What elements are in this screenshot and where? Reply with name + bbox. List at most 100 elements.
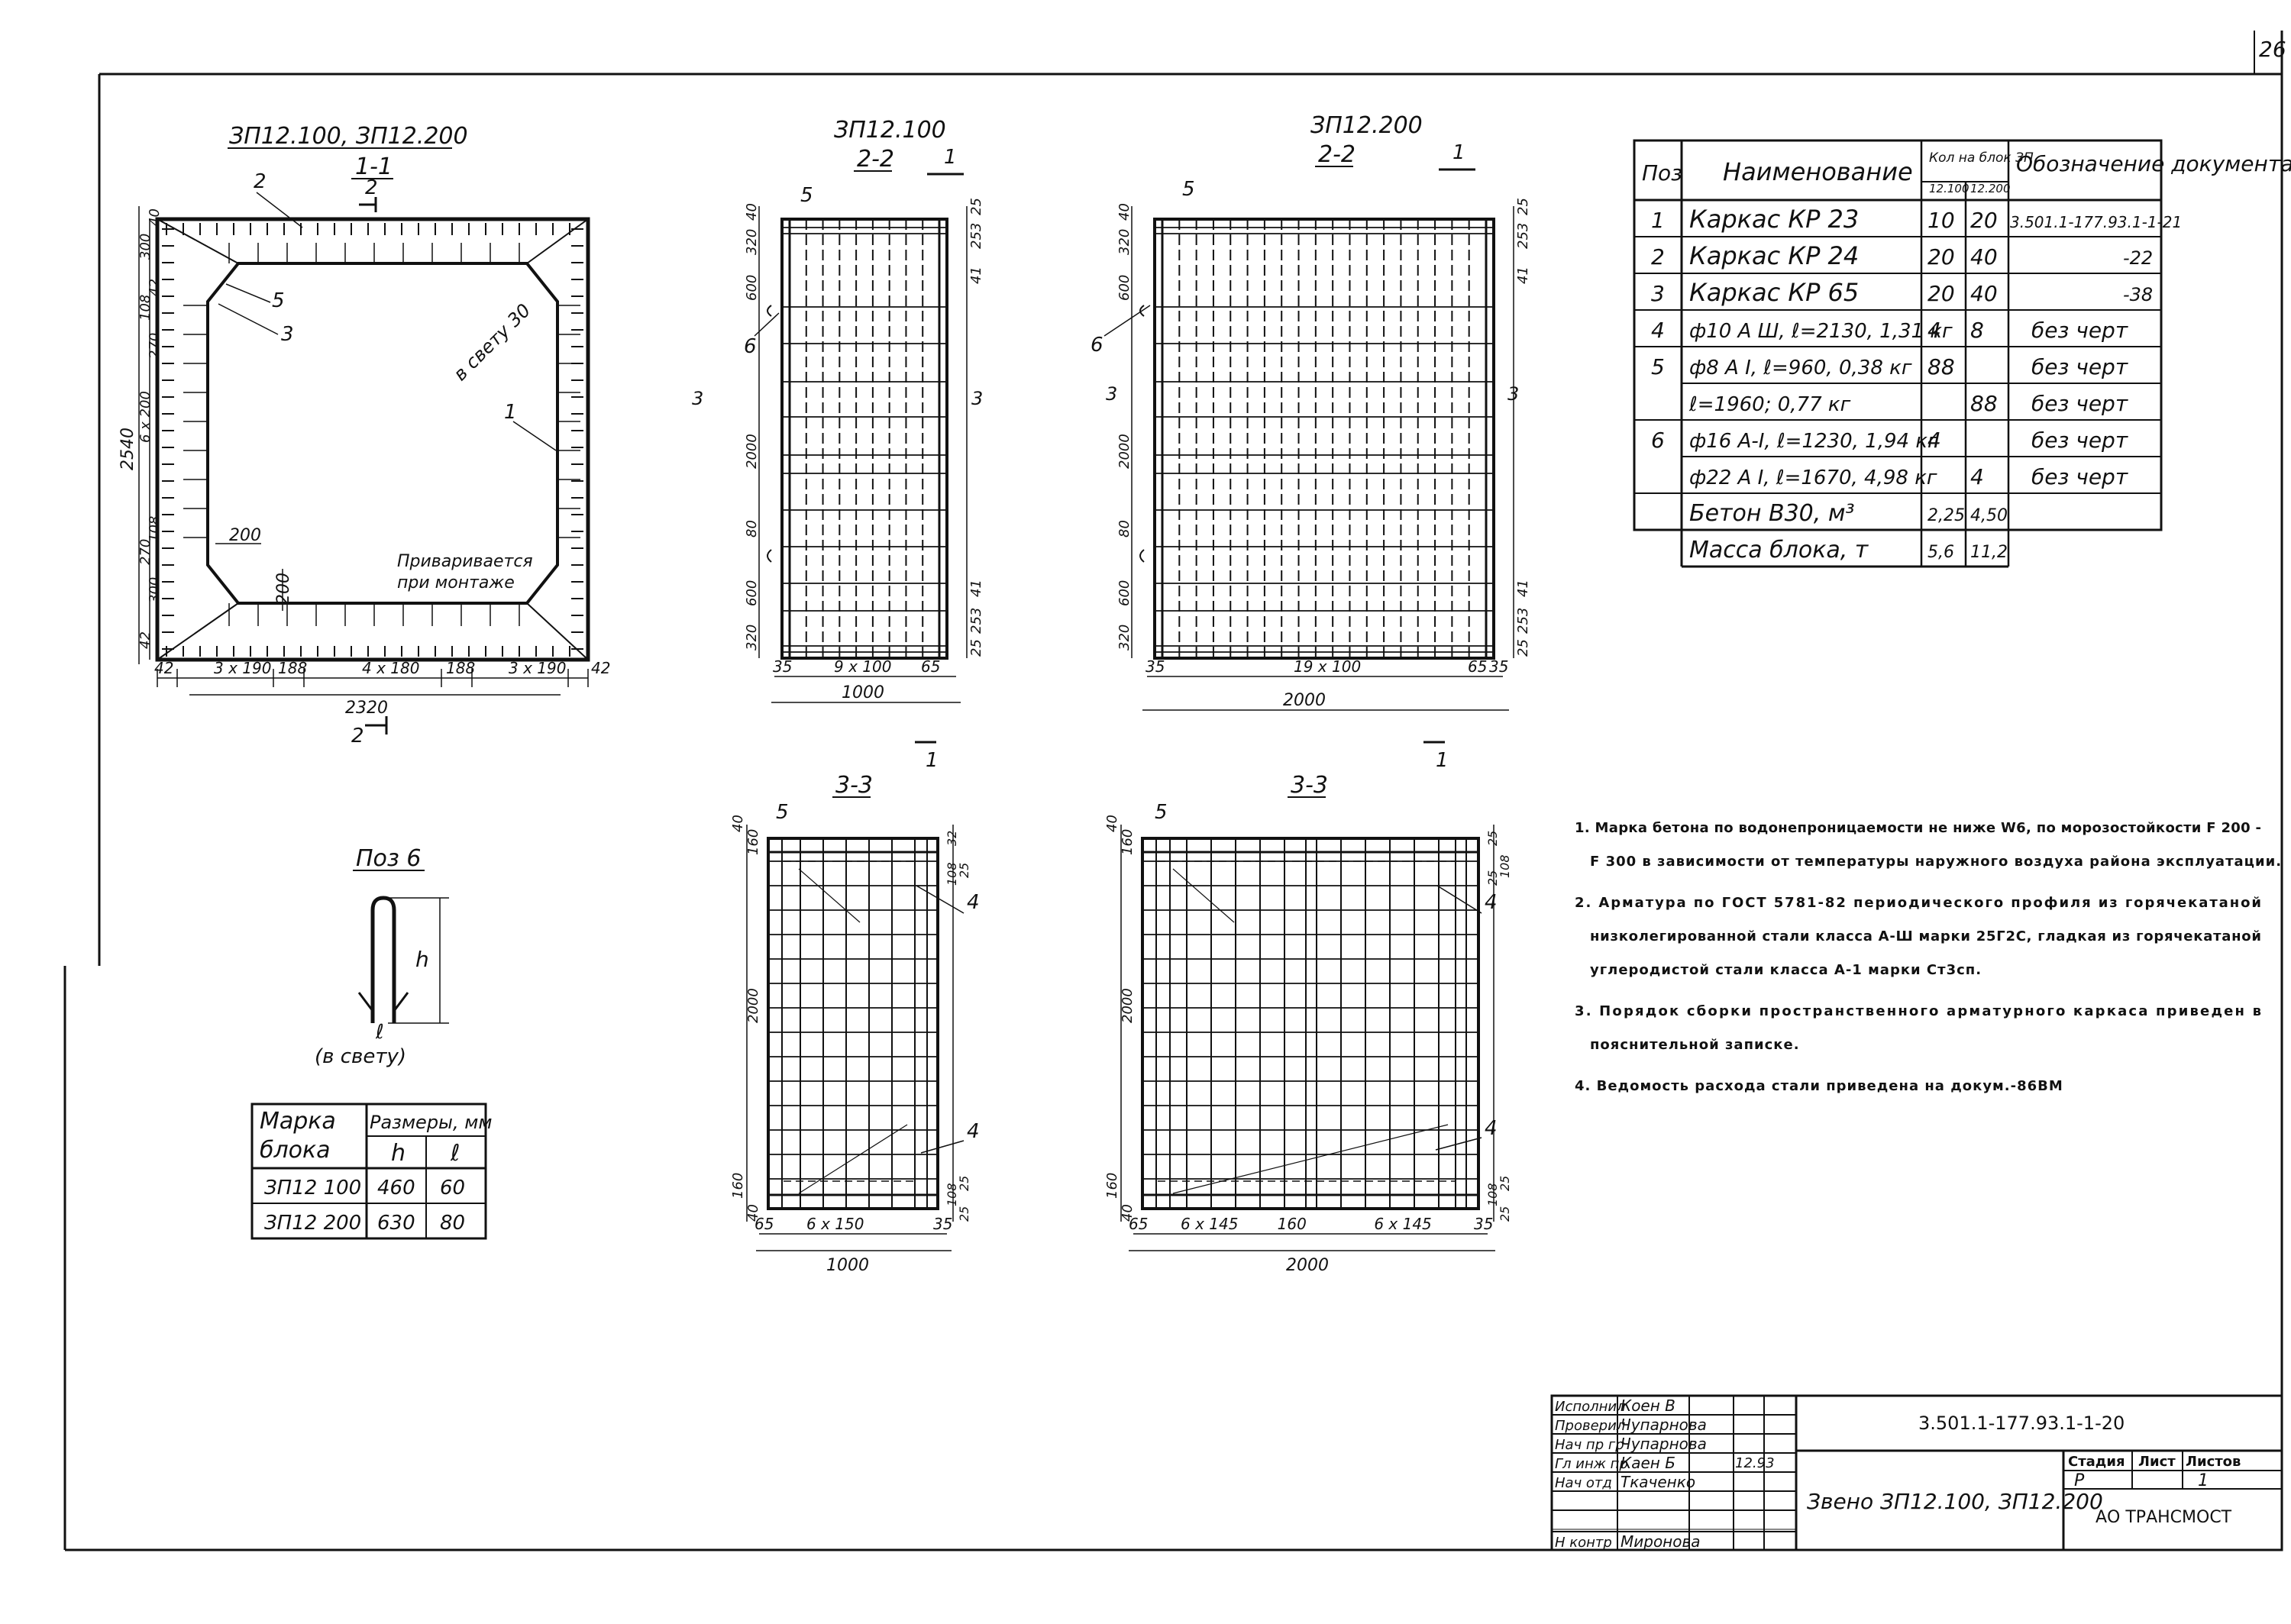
size-row-1-l: 60 xyxy=(440,1177,465,1199)
view-1-dim-bottom: 42 xyxy=(154,659,173,677)
spec-row-name: ф8 А I, ℓ=960, 0,38 кг xyxy=(1689,357,1912,379)
v3b-dim-left: 40 xyxy=(1104,815,1120,832)
v2b-dim-left: 600 xyxy=(1116,275,1133,301)
v3a-dim-right: 32 xyxy=(945,831,959,846)
notes: 1. Марка бетона по водонепроницаемости н… xyxy=(1575,820,2281,1094)
spec-row-doc: -22 xyxy=(2123,247,2153,269)
v2a-dim-bottom: 65 xyxy=(921,657,940,676)
v2a-dim-left: 600 xyxy=(744,275,760,301)
spec-head-name: Наименование xyxy=(1723,157,1913,186)
tb-doc-code: 3.501.1-177.93.1-1-20 xyxy=(1918,1413,2125,1434)
tb-name: Коен В xyxy=(1621,1396,1675,1415)
view-1-dim-left: 6 x 200 xyxy=(137,391,153,443)
v2a-dim-left: 320 xyxy=(744,625,760,651)
v2b-dim-bottom: 19 x 100 xyxy=(1294,657,1361,676)
view-3a-dim-total: 1000 xyxy=(826,1256,869,1275)
tb-name: Чупарнова xyxy=(1621,1416,1707,1434)
size-head-mark2: блока xyxy=(260,1137,331,1164)
spec-row-doc: -38 xyxy=(2123,284,2153,305)
view-1-dim-left: 270 xyxy=(147,333,163,359)
view-2b-title: ЗП12.200 xyxy=(1310,112,1423,139)
spec-row-qty-a: 20 xyxy=(1927,281,1955,306)
v3a-dim-bottom: 65 xyxy=(755,1215,774,1233)
spec-row-name: ф10 А Ш, ℓ=2130, 1,31 кг xyxy=(1689,320,1953,343)
tb-name: Ткаченко xyxy=(1621,1473,1695,1491)
tb-date: 12.93 xyxy=(1735,1455,1775,1471)
note-1: 1. Марка бетона по водонепроницаемости н… xyxy=(1575,820,2262,836)
spec-row-doc: без черт xyxy=(2031,464,2128,489)
v2b-dim-right: 41 xyxy=(1515,266,1531,284)
v3a-dim-right: 25 xyxy=(957,1176,971,1191)
spec-head-qty: Кол на блок ЗП xyxy=(1929,150,2034,166)
spec-row-qty-b: 20 xyxy=(1970,208,1998,233)
view-1-dim-200a: 200 xyxy=(229,526,261,545)
spec-row-qty-b: 11,2 xyxy=(1970,543,2008,562)
view-2a-callout-5: 5 xyxy=(800,184,813,207)
size-col-l: ℓ xyxy=(450,1140,460,1167)
v3b-dim-right: 25 xyxy=(1498,1206,1512,1222)
spec-row-name: ф22 А I, ℓ=1670, 4,98 кг xyxy=(1689,467,1937,489)
view-1-dim-bottom: 3 x 190 xyxy=(509,659,566,677)
spec-row-qty-a: 88 xyxy=(1927,354,1955,379)
v2a-dim-left: 320 xyxy=(744,229,760,255)
v2b-dim-right: 253 xyxy=(1515,223,1531,249)
tb-org: АО ТРАНСМОСТ xyxy=(2096,1508,2232,1527)
spec-row-qty-b: 40 xyxy=(1970,244,1998,270)
pos6-l: ℓ xyxy=(375,1021,384,1044)
view-1-note-weld-2: при монтаже xyxy=(397,573,515,592)
spec-row-name: Каркас КР 65 xyxy=(1689,278,1859,307)
v2a-dim-right: 41 xyxy=(968,580,984,597)
view-1-note-clear: в свету 30 xyxy=(449,299,535,385)
tb-name: Чупарнова xyxy=(1621,1435,1707,1453)
tb-title: Звено ЗП12.100, ЗП12.200 xyxy=(1807,1489,2103,1514)
view-1-section: 1-1 xyxy=(355,153,393,180)
v2b-dim-right: 41 xyxy=(1515,580,1531,597)
view-1-dim-left: 42 xyxy=(137,631,153,649)
v2b-dim-right: 25 xyxy=(1515,639,1531,657)
view-2a-cut: 1 xyxy=(944,146,957,169)
size-table-text: Марка блока Размеры, мм h ℓ ЗП12 100 460… xyxy=(260,1108,492,1235)
v3b-dim-left: 40 xyxy=(1120,1204,1136,1222)
v2a-dim-bottom: 35 xyxy=(773,657,792,676)
view-1-dim-total: 2320 xyxy=(345,699,388,718)
view-1-dim-200b: 200 xyxy=(274,573,293,605)
v2a-dim-left: 600 xyxy=(744,580,760,606)
v3b-dim-bottom: 6 x 145 xyxy=(1181,1215,1238,1233)
spec-head-doc: Обозначение документа xyxy=(2016,151,2291,176)
view-3b-dim-total: 2000 xyxy=(1286,1256,1329,1275)
v3a-dim-right: 108 xyxy=(945,862,959,886)
size-row-1-mark: ЗП12 100 xyxy=(264,1177,361,1199)
tb-role: Нач отд xyxy=(1555,1475,1612,1491)
v3a-dim-left: 2000 xyxy=(745,988,761,1023)
tb-role: Исполнил xyxy=(1555,1399,1626,1415)
view-1-callout-5: 5 xyxy=(272,289,285,312)
tb-stage-head: Стадия xyxy=(2068,1454,2125,1470)
note-2: углеродистой стали класса А-1 марки Ст3с… xyxy=(1590,962,1982,978)
tb-name: Миронова xyxy=(1621,1532,1701,1551)
view-2b-callout-6: 6 xyxy=(1091,334,1103,357)
v3a-dim-right: 25 xyxy=(957,1206,971,1222)
view-1-cut-bottom: 2 xyxy=(351,725,364,747)
v3b-dim-bottom: 65 xyxy=(1129,1215,1148,1233)
view-3a-callout-4a: 4 xyxy=(967,891,980,914)
view-1-1: ЗП12.100, ЗП12.200 1-1 2 2 2 5 3 1 в све… xyxy=(118,123,610,747)
view-2b-callout-5: 5 xyxy=(1182,178,1195,201)
tb-role: Гл инж пр xyxy=(1555,1456,1628,1472)
tb-stage: Р xyxy=(2074,1471,2085,1490)
spec-row-qty-b: 40 xyxy=(1970,281,1998,306)
v2b-dim-left: 2000 xyxy=(1116,434,1133,469)
spec-row-qty-a: 4 xyxy=(1927,428,1941,453)
view-3a-callout-4b: 4 xyxy=(967,1120,980,1143)
v3b-dim-right: 108 xyxy=(1498,854,1512,878)
v2a-dim-left: 80 xyxy=(744,520,760,538)
v3a-dim-right: 25 xyxy=(957,863,971,878)
size-row-2-h: 630 xyxy=(377,1212,415,1235)
spec-row-name: ф16 А-I, ℓ=1230, 1,94 кг xyxy=(1689,430,1938,453)
spec-head-qty-a: 12.100 xyxy=(1929,182,1969,195)
spec-row-doc: без черт xyxy=(2031,354,2128,379)
view-2-2-b: ЗП12.200 2-2 1 5 6 3 3 40320600200080600… xyxy=(1091,112,1531,772)
v3b-dim-right: 108 xyxy=(1485,1183,1500,1206)
pos6-clear: (в свету) xyxy=(315,1045,406,1068)
v3b-dim-right: 25 xyxy=(1485,831,1500,846)
